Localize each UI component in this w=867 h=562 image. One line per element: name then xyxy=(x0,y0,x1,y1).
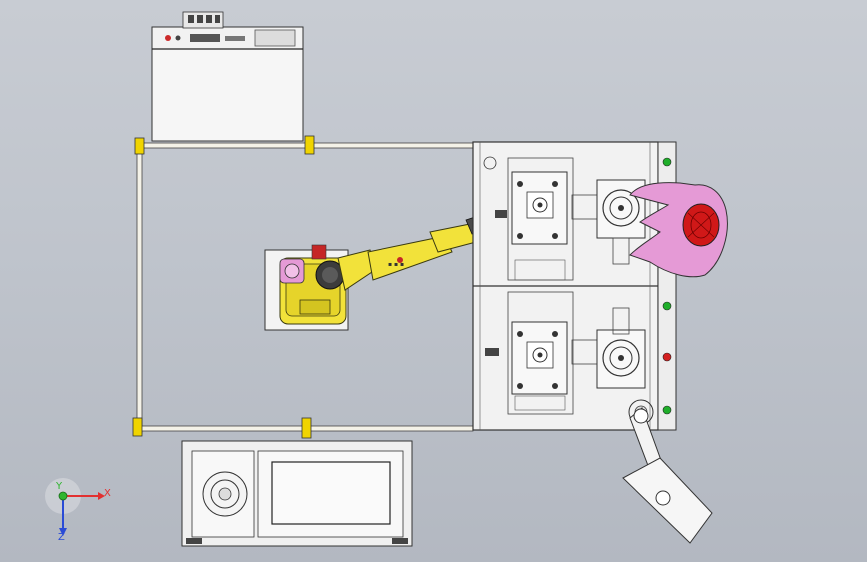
controller-cabinet-icon[interactable] xyxy=(151,11,304,142)
y-axis-label: Y xyxy=(55,481,63,492)
indicator-red xyxy=(662,352,672,362)
controller-body xyxy=(151,47,304,142)
svg-text:▪ ▪ ▪: ▪ ▪ ▪ xyxy=(388,261,404,268)
indicator-green xyxy=(662,301,672,311)
fence-post xyxy=(132,135,315,439)
parts-cart-icon[interactable] xyxy=(181,440,413,547)
fixture-station-lower[interactable] xyxy=(485,291,654,425)
industrial-robot-arm-icon[interactable]: ▪ ▪ ▪ xyxy=(279,211,507,325)
z-axis-label: Z xyxy=(58,532,65,543)
pendant-arm-icon[interactable] xyxy=(622,407,713,544)
x-axis-label: X xyxy=(104,488,111,499)
safety-fence xyxy=(132,135,474,439)
coordinate-triad-icon: X Y Z xyxy=(45,478,111,543)
indicator-green xyxy=(662,405,672,415)
indicator-green xyxy=(662,157,672,167)
workpiece-icon[interactable] xyxy=(629,182,728,278)
fence-left-rail xyxy=(136,142,143,434)
